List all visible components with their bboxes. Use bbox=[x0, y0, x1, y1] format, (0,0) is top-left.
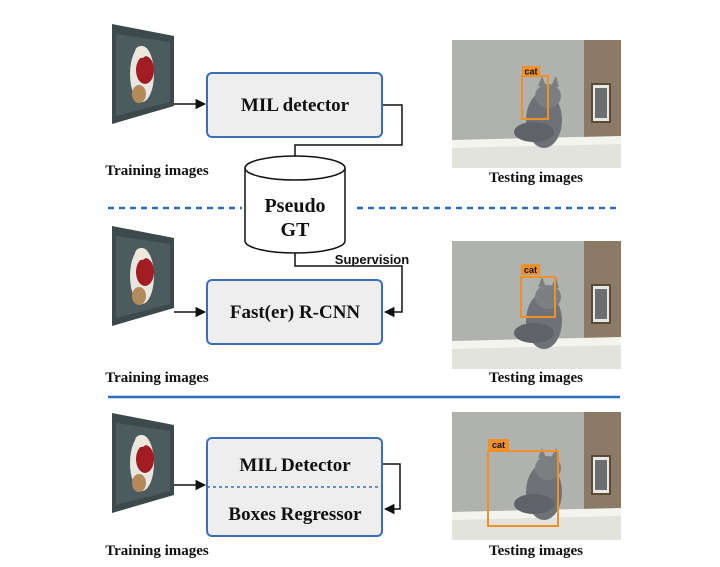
stage3-training-image bbox=[112, 413, 174, 513]
stage1: Training images MIL detector cat Testing… bbox=[105, 24, 622, 186]
pseudo-gt-line2: GT bbox=[281, 219, 311, 241]
supervision-label: Supervision bbox=[335, 252, 409, 267]
stage3-training-caption: Training images bbox=[105, 543, 209, 559]
stage3-detection-box bbox=[487, 450, 559, 527]
stage3: Training images MIL Detector Boxes Regre… bbox=[105, 411, 622, 559]
stage1-detection-label: cat bbox=[524, 67, 537, 77]
rcnn-box bbox=[206, 279, 383, 345]
arrow-pseudo-to-rcnn bbox=[294, 253, 403, 318]
stage3-detection-label: cat bbox=[492, 440, 505, 450]
mil-detector-box bbox=[206, 72, 383, 138]
stage2-detection-box bbox=[520, 276, 556, 318]
pseudo-gt-cylinder: Pseudo GT bbox=[244, 155, 346, 254]
rcnn-label: Fast(er) R-CNN bbox=[230, 302, 361, 323]
stage1-testing-image: cat bbox=[451, 39, 622, 169]
pseudo-gt-line1: Pseudo bbox=[264, 195, 325, 217]
boxes-regressor-label: Boxes Regressor bbox=[228, 504, 362, 525]
arrow-mil-to-pseudo bbox=[289, 104, 403, 170]
stage2: Training images Fast(er) R-CNN Supervisi… bbox=[105, 226, 622, 386]
stage2-testing-image: cat bbox=[451, 240, 622, 370]
mil-detector-label-2: MIL Detector bbox=[239, 455, 351, 476]
stage2-training-image bbox=[112, 226, 174, 326]
stage3-testing-image: cat bbox=[451, 411, 622, 541]
stage1-training-caption: Training images bbox=[105, 163, 209, 179]
stage2-testing-caption: Testing images bbox=[489, 370, 583, 386]
stage2-detection-label: cat bbox=[524, 265, 537, 275]
stage3-testing-caption: Testing images bbox=[489, 543, 583, 559]
arrow-feedback-loop bbox=[383, 463, 401, 515]
stage1-testing-caption: Testing images bbox=[489, 170, 583, 186]
mil-detector-label: MIL detector bbox=[241, 95, 350, 116]
stage1-training-image bbox=[112, 24, 174, 124]
stage2-training-caption: Training images bbox=[105, 370, 209, 386]
